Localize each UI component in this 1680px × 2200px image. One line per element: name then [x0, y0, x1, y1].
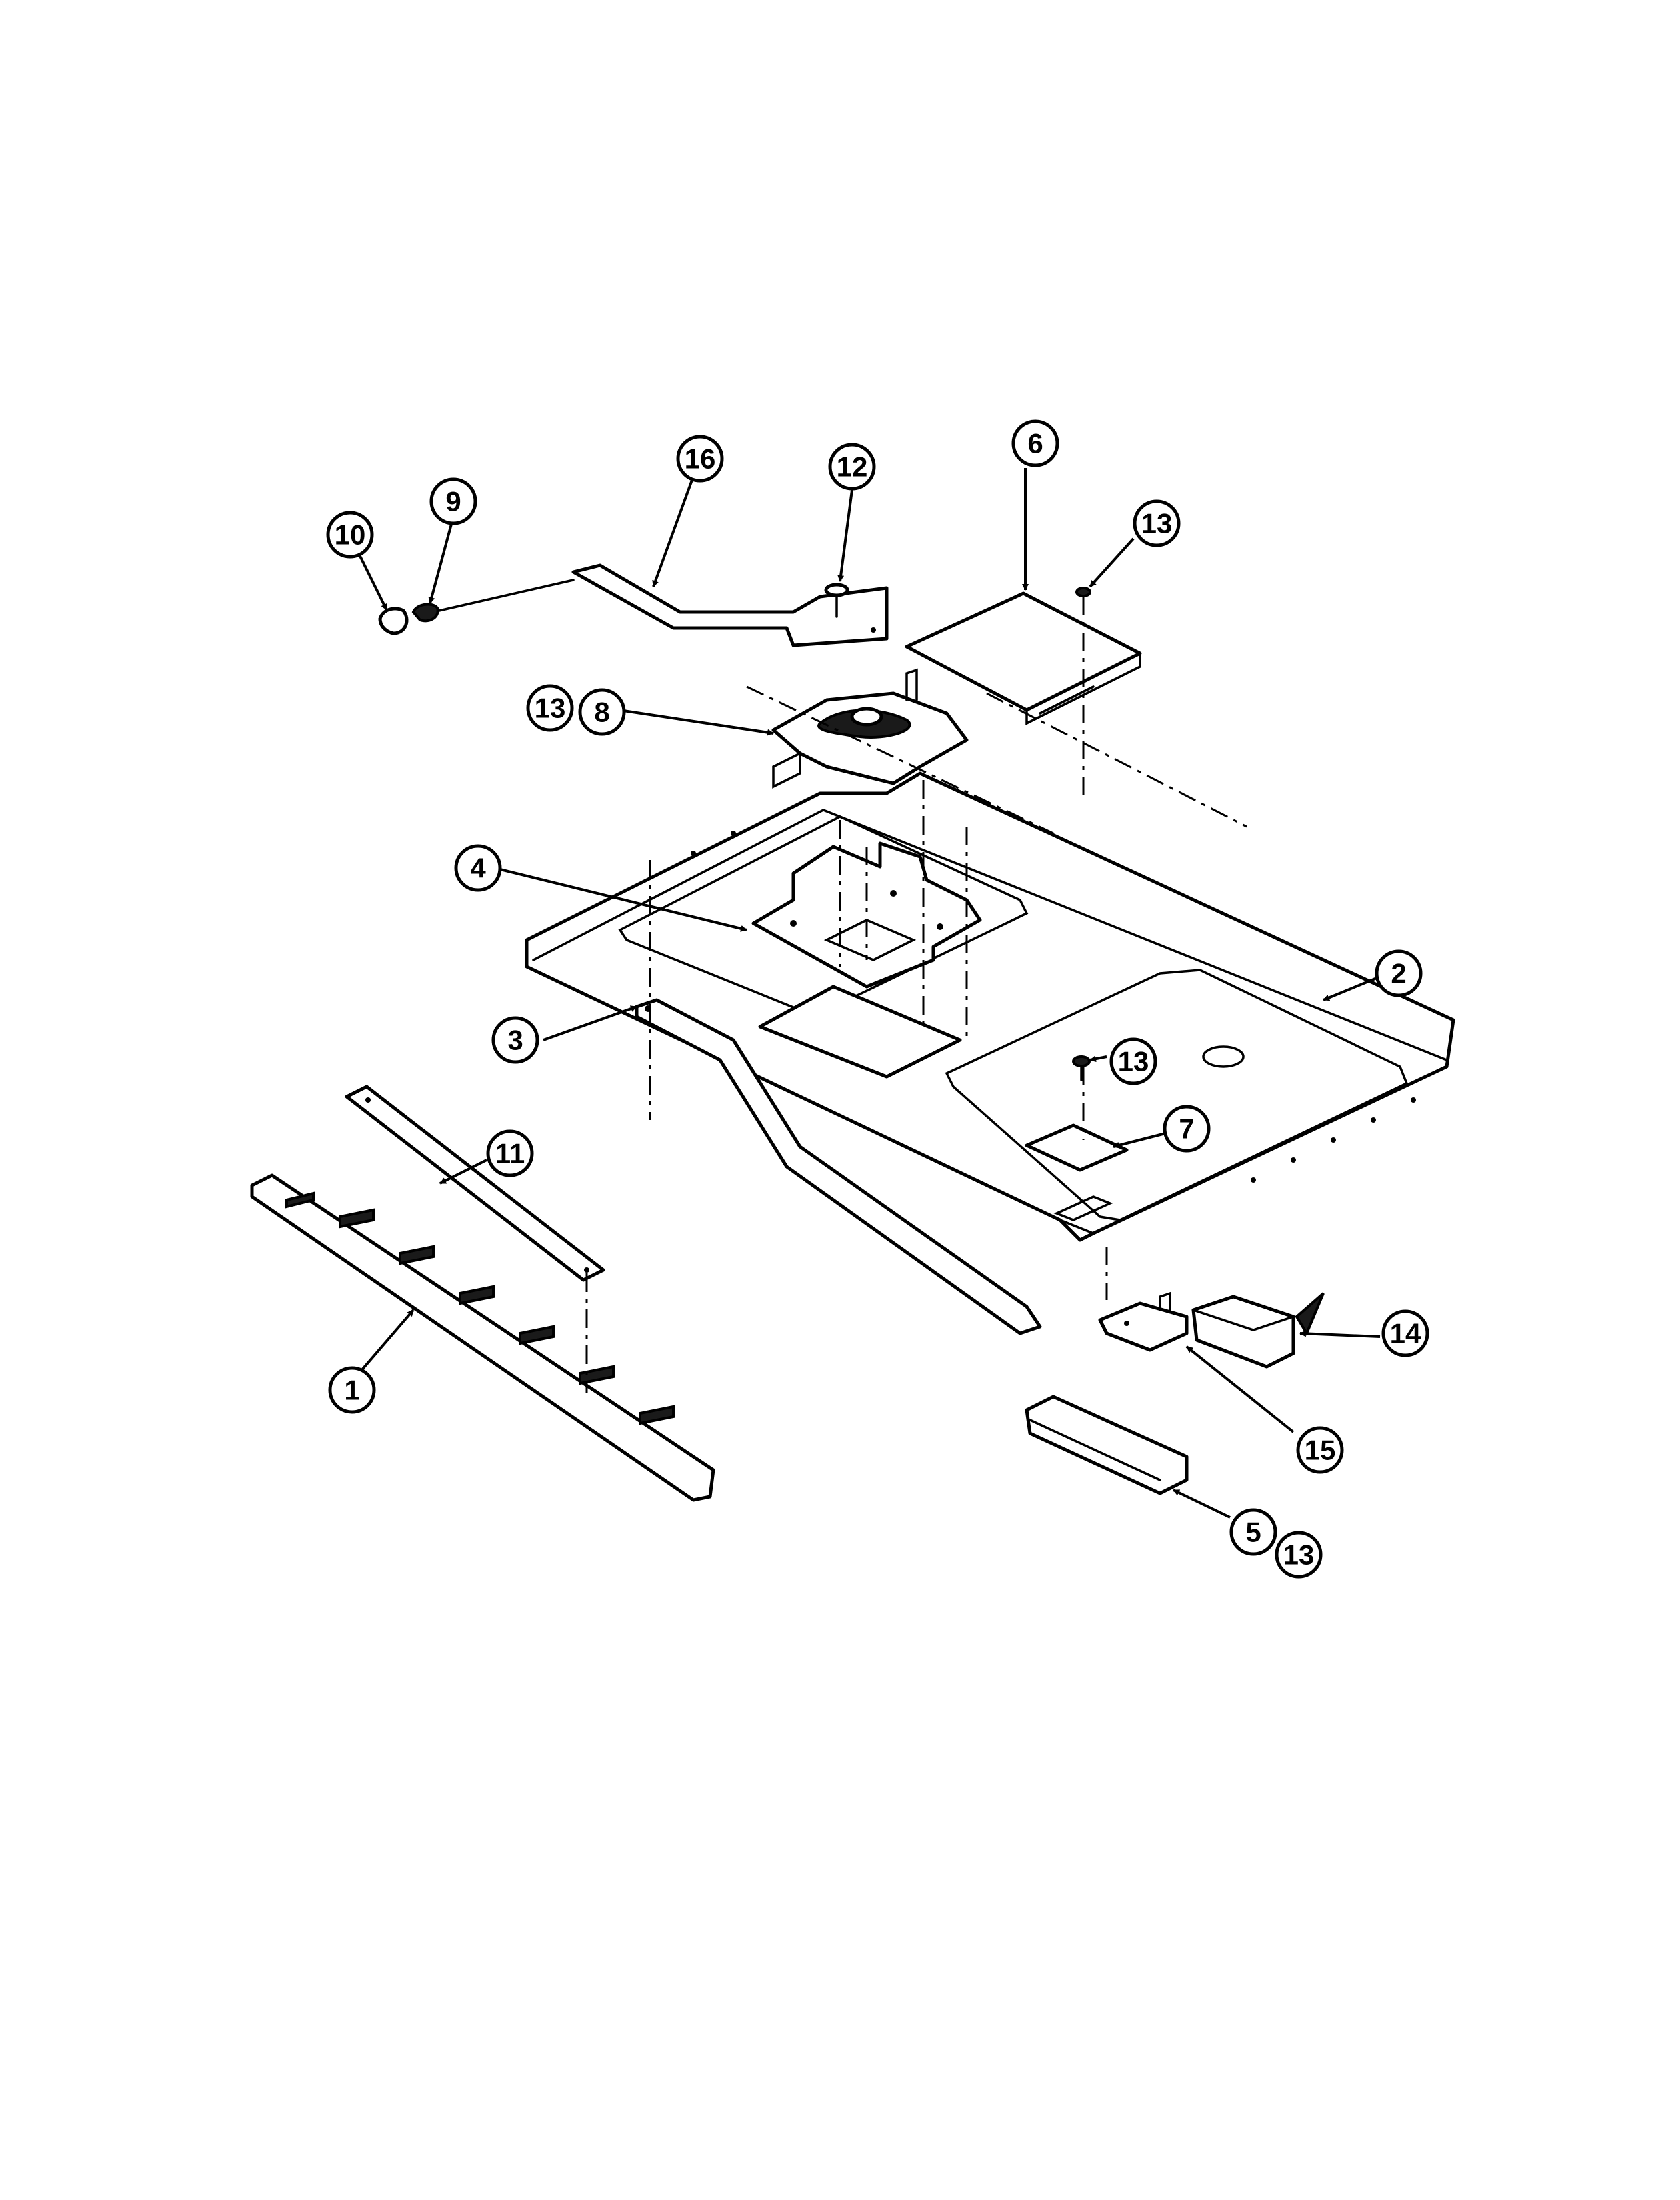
- callout-label: 13: [1118, 1046, 1149, 1077]
- callout-label: 2: [1391, 958, 1406, 989]
- callout-label: 13: [1283, 1539, 1315, 1571]
- callout-13-top: 13: [1133, 499, 1181, 547]
- callout-label: 9: [445, 486, 461, 517]
- callout-label: 4: [470, 853, 486, 884]
- callout-7: 7: [1163, 1105, 1211, 1153]
- channel-part: [1025, 1395, 1189, 1495]
- knob-part: [378, 607, 409, 635]
- screw-part: [824, 583, 849, 618]
- callout-label: 10: [335, 519, 366, 551]
- callout-6: 6: [1011, 419, 1059, 467]
- callout-9: 9: [429, 477, 477, 525]
- clip-part: [411, 603, 439, 623]
- callout-label: 1: [344, 1375, 359, 1406]
- screw-13-top-part: [1075, 587, 1091, 597]
- switch-bracket-part: [1098, 1291, 1189, 1352]
- callout-5: 5: [1229, 1508, 1277, 1556]
- callout-label: 15: [1305, 1435, 1336, 1466]
- callout-label: 7: [1179, 1113, 1194, 1145]
- leader-lines: [357, 468, 1381, 1519]
- callout-label: 12: [837, 451, 868, 483]
- callout-13-mid: 13: [1109, 1037, 1157, 1085]
- cover-plate-part: [905, 591, 1142, 725]
- callout-11: 11: [486, 1129, 534, 1177]
- callout-label: 8: [594, 697, 609, 728]
- switch-part: [1191, 1292, 1325, 1369]
- grille-part: [250, 1173, 715, 1502]
- callout-4: 4: [454, 844, 502, 892]
- assembly-lines: [585, 597, 1247, 1393]
- callout-5-13: 13: [1275, 1531, 1323, 1579]
- callout-label: 5: [1245, 1517, 1261, 1548]
- callout-1: 1: [328, 1366, 376, 1414]
- callout-label: 11: [495, 1138, 525, 1169]
- callout-15: 15: [1296, 1426, 1344, 1474]
- small-plate-part: [1025, 1123, 1129, 1172]
- callout-label: 13: [1141, 508, 1173, 539]
- base-plate-part: [525, 771, 1455, 1242]
- callout-12: 12: [828, 443, 876, 491]
- callout-14: 14: [1381, 1309, 1429, 1357]
- callout-label: 13: [535, 693, 566, 724]
- callout-label: 16: [685, 443, 716, 475]
- strip-part: [345, 1085, 605, 1282]
- callout-label: 3: [507, 1025, 523, 1056]
- callout-label: 14: [1390, 1318, 1421, 1349]
- valve-assembly-part: [771, 668, 969, 789]
- callout-10: 10: [326, 511, 374, 559]
- callout-8-13: 13: [526, 684, 574, 732]
- callout-8: 8: [578, 688, 626, 736]
- screw-13-mid-part: [1072, 1055, 1091, 1081]
- rod-part: [432, 563, 889, 647]
- callout-label: 6: [1027, 428, 1043, 459]
- callout-2: 2: [1375, 949, 1423, 997]
- callout-16: 16: [676, 435, 724, 483]
- callout-3: 3: [491, 1016, 539, 1064]
